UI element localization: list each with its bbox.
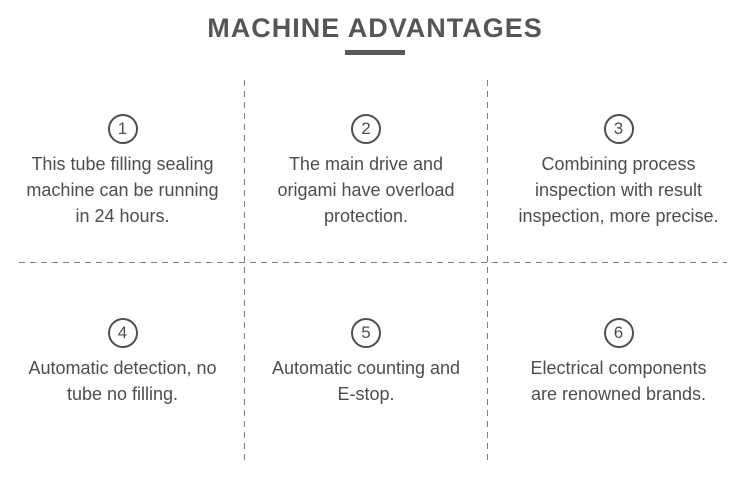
section-header: MACHINE ADVANTAGES	[0, 12, 750, 55]
advantage-text: Electrical components are renowned brand…	[530, 357, 707, 404]
advantage-item-4: 4 Automatic detection, no tube no fillin…	[0, 262, 245, 462]
advantage-text: The main drive and origami have overload…	[277, 153, 455, 226]
title-underline-bar	[345, 50, 405, 55]
advantage-item-5: 5 Automatic counting and E-stop.	[245, 262, 487, 462]
advantage-text: This tube filling sealing machine can be…	[26, 153, 219, 226]
vertical-dashed-divider-left	[244, 80, 245, 462]
circled-number-badge: 5	[351, 317, 381, 348]
circled-number-badge: 6	[603, 317, 634, 348]
circled-number-badge: 2	[351, 113, 381, 144]
advantage-item-6: 6 Electrical components are renowned bra…	[487, 262, 750, 462]
advantage-item-3: 3 Combining process inspection with resu…	[487, 80, 750, 262]
circled-number-badge: 3	[603, 113, 634, 144]
advantage-text: Automatic counting and E-stop.	[271, 357, 461, 404]
advantage-item-2: 2 The main drive and origami have overlo…	[245, 80, 487, 262]
vertical-dashed-divider-right	[487, 80, 488, 462]
horizontal-dashed-divider	[19, 262, 727, 263]
advantage-text: Automatic detection, no tube no filling.	[28, 357, 217, 404]
circled-number-badge: 1	[107, 113, 138, 144]
page-title: MACHINE ADVANTAGES	[207, 13, 543, 43]
circled-number-badge: 4	[107, 317, 138, 348]
advantages-grid: 1 This tube filling sealing machine can …	[0, 80, 750, 462]
advantage-text: Combining process inspection with result…	[518, 153, 719, 226]
advantage-item-1: 1 This tube filling sealing machine can …	[0, 80, 245, 262]
